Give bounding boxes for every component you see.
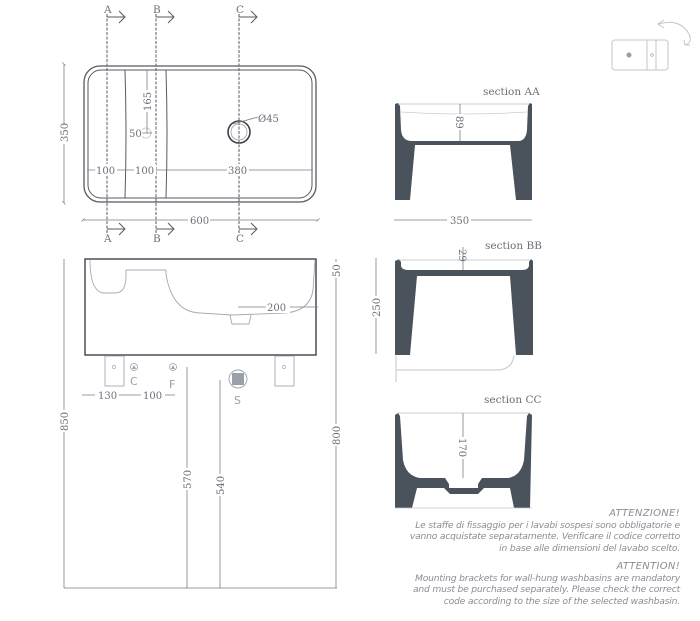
warning-line: in base alle dimensioni del lavabo scelt… (499, 542, 680, 554)
dim-50: 50 (129, 129, 142, 140)
cold-water-connection-icon (169, 363, 177, 371)
warning-line: Mounting brackets for wall-hung washbasi… (414, 572, 680, 584)
mounting-bracket-left (104, 355, 125, 387)
dim-drain-200: 200 (267, 303, 286, 314)
dim-seg2-100: 100 (135, 166, 154, 177)
dim-hole-diameter: Ø45 (258, 114, 279, 125)
dim-section-aa-350: 350 (450, 216, 469, 227)
dim-total-850: 850 (60, 412, 71, 431)
dim-section-bb-29: 29 (456, 249, 467, 262)
dim-570: 570 (183, 470, 194, 489)
rotate-orientation-icon (611, 19, 691, 71)
section-cc: section CC 170 (395, 394, 542, 509)
dim-800: 800 (332, 426, 343, 445)
section-marker-a-top: A (103, 4, 112, 16)
section-bb: section BB 29 250 (370, 240, 542, 382)
dim-section-bb-250: 250 (372, 298, 383, 317)
label-waste: S (234, 394, 241, 407)
section-cc-title: section CC (484, 394, 542, 406)
dim-depth-350: 350 (60, 123, 71, 142)
warning-line: code according to the size of the select… (443, 595, 680, 607)
dim-100: 100 (143, 391, 162, 402)
dim-seg3-380: 380 (228, 166, 247, 177)
section-aa: section AA 89 350 (394, 86, 540, 227)
section-marker-a-bottom: A (103, 233, 112, 245)
label-hot: C (130, 375, 138, 388)
front-view: C F S 200 130 100 50 850 800 570 540 (58, 258, 343, 589)
label-cold: F (169, 378, 175, 391)
dim-rim-50: 50 (332, 264, 343, 277)
dim-540: 540 (216, 476, 227, 495)
section-marker-c-bottom: C (236, 233, 244, 245)
section-marker-b-top: B (153, 4, 161, 16)
warning-note-italian: ATTENZIONE! Le staffe di fissaggio per i… (400, 508, 680, 554)
dim-130: 130 (98, 391, 117, 402)
section-marker-b-bottom: B (153, 233, 161, 245)
dim-section-cc-170: 170 (456, 438, 467, 457)
section-aa-title: section AA (483, 86, 540, 98)
dim-width-600: 600 (190, 216, 209, 227)
top-view: A B C A B C 350 600 100 100 380 165 50 Ø… (56, 4, 320, 245)
dim-section-aa-89: 89 (453, 116, 464, 129)
hot-water-connection-icon (130, 363, 138, 371)
section-marker-c-top: C (236, 4, 244, 16)
warning-line: vanno acquistate separatamente. Verifica… (409, 531, 680, 542)
section-bb-title: section BB (485, 240, 542, 252)
warning-heading-italian: ATTENZIONE! (609, 508, 680, 519)
warning-line: and must be purchased separately. Please… (413, 584, 680, 595)
warning-line: Le staffe di fissaggio per i lavabi sosp… (415, 519, 680, 531)
waste-connection-icon (228, 369, 248, 389)
dim-165: 165 (143, 92, 154, 111)
warning-note-english: ATTENTION! Mounting brackets for wall-hu… (400, 561, 680, 607)
warning-heading-english: ATTENTION! (616, 561, 680, 572)
mounting-bracket-right (274, 355, 295, 387)
dim-seg1-100: 100 (96, 166, 115, 177)
